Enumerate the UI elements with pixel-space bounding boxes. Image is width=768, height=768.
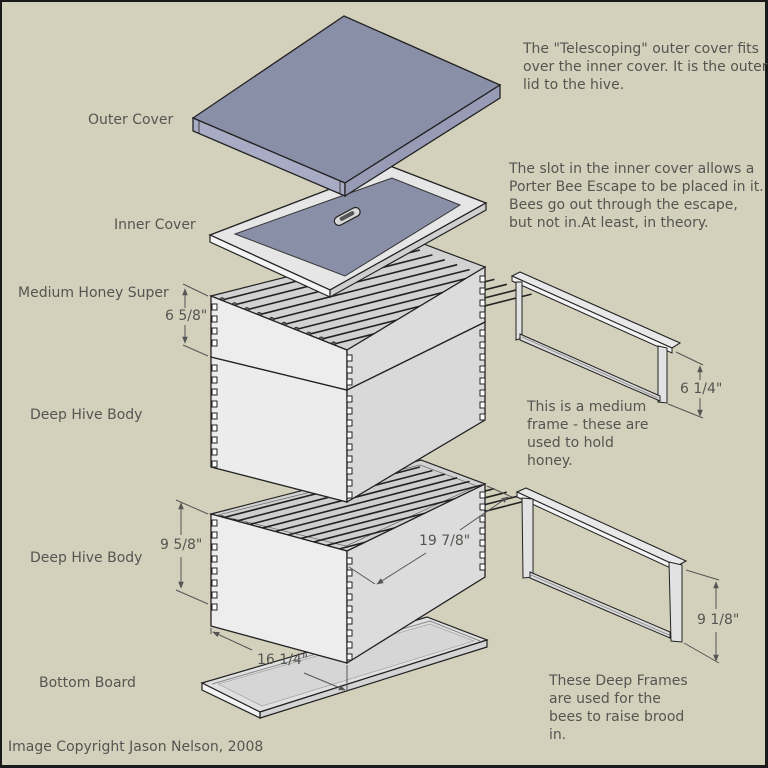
note-deep-frame: These Deep Frames are used for the bees …: [549, 673, 688, 743]
box-joint: [346, 605, 353, 613]
box-joint: [211, 424, 218, 432]
box-joint: [479, 563, 486, 571]
deep-frame: [515, 487, 688, 643]
box-joint: [479, 353, 486, 361]
box-joint: [211, 579, 218, 587]
box-joint: [346, 641, 353, 649]
box-joint: [346, 557, 353, 565]
frame-top-bar: [259, 477, 458, 530]
label-deep-hive-body-lower: Deep Hive Body: [30, 550, 143, 566]
box-joint: [479, 413, 486, 421]
box-joint: [346, 479, 353, 487]
box-joint: [479, 527, 486, 535]
dimension-deep-frame-height: 9 1/8": [696, 612, 741, 628]
box-joint: [346, 569, 353, 577]
medium-frame: [510, 271, 682, 404]
bee-escape-slot-icon: [333, 206, 361, 227]
box-joint: [346, 455, 353, 463]
box-joint: [346, 431, 353, 439]
box-joint: [211, 388, 218, 396]
dimension-box-length: 19 7/8": [419, 533, 471, 549]
dimension-medium-frame-height: 6 1/4": [679, 381, 724, 397]
frame-top-bar: [283, 484, 483, 537]
label-deep-hive-body-upper: Deep Hive Body: [30, 407, 143, 423]
label-inner-cover: Inner Cover: [114, 217, 196, 233]
box-joint: [211, 460, 218, 468]
box-joint: [211, 327, 218, 335]
frame-top-bar: [259, 263, 458, 316]
box-joint: [211, 603, 218, 611]
box-joint: [346, 581, 353, 589]
box-joint: [346, 491, 353, 499]
box-joint: [346, 629, 353, 637]
frame-top-bar: [271, 268, 470, 321]
box-joint: [479, 275, 486, 283]
note-outer-cover: The "Telescoping" outer cover fits over …: [523, 41, 768, 93]
box-joint: [211, 303, 218, 311]
box-joint: [346, 467, 353, 475]
box-joint: [479, 287, 486, 295]
box-joint: [479, 503, 486, 511]
frame-top-bar: [283, 273, 483, 326]
dimension-super-height: 6 5/8": [164, 308, 209, 324]
box-joint: [211, 412, 218, 420]
box-joint: [211, 543, 218, 551]
label-bottom-board: Bottom Board: [39, 675, 136, 691]
lower-deep-hive-body: [208, 459, 532, 665]
box-joint: [479, 491, 486, 499]
box-joint: [211, 400, 218, 408]
bottom-board: [200, 616, 489, 719]
box-joint: [346, 617, 353, 625]
box-joint: [346, 395, 353, 403]
box-joint: [346, 407, 353, 415]
box-joint: [479, 377, 486, 385]
box-joint: [211, 315, 218, 323]
box-joint: [346, 593, 353, 601]
dimension-box-width: 16 1/4": [257, 652, 309, 668]
box-joint: [479, 515, 486, 523]
label-outer-cover: Outer Cover: [88, 112, 174, 128]
box-joint: [346, 366, 353, 374]
box-joint: [211, 436, 218, 444]
box-joint: [479, 539, 486, 547]
inner-cover: [208, 165, 488, 299]
box-joint: [346, 354, 353, 362]
box-joint: [211, 339, 218, 347]
box-joint: [479, 401, 486, 409]
box-joint: [479, 329, 486, 337]
label-medium-honey-super: Medium Honey Super: [18, 285, 169, 301]
box-joint: [346, 443, 353, 451]
box-joint: [211, 519, 218, 527]
box-joint: [211, 448, 218, 456]
dimension-deep-height: 9 5/8": [159, 537, 204, 553]
dimension-lines: [175, 283, 720, 691]
box-joint: [211, 591, 218, 599]
outer-cover: [191, 15, 502, 198]
box-joint: [211, 364, 218, 372]
box-joint: [211, 531, 218, 539]
box-joint: [479, 389, 486, 397]
box-joint: [346, 419, 353, 427]
note-medium-frame: This is a medium frame - these are used …: [527, 399, 649, 469]
box-joint: [346, 378, 353, 386]
box-joint: [479, 551, 486, 559]
box-joint: [479, 341, 486, 349]
upper-deep-hive-body: [210, 320, 486, 504]
box-joint: [479, 299, 486, 307]
box-joint: [211, 555, 218, 563]
box-joint: [479, 365, 486, 373]
box-joint: [211, 376, 218, 384]
frame-top-bar: [271, 480, 470, 534]
box-joint: [211, 567, 218, 575]
box-joint: [479, 311, 486, 319]
copyright-text: Image Copyright Jason Nelson, 2008: [8, 739, 264, 755]
box-joint: [346, 653, 353, 661]
note-inner-cover: The slot in the inner cover allows a Por…: [509, 161, 764, 231]
